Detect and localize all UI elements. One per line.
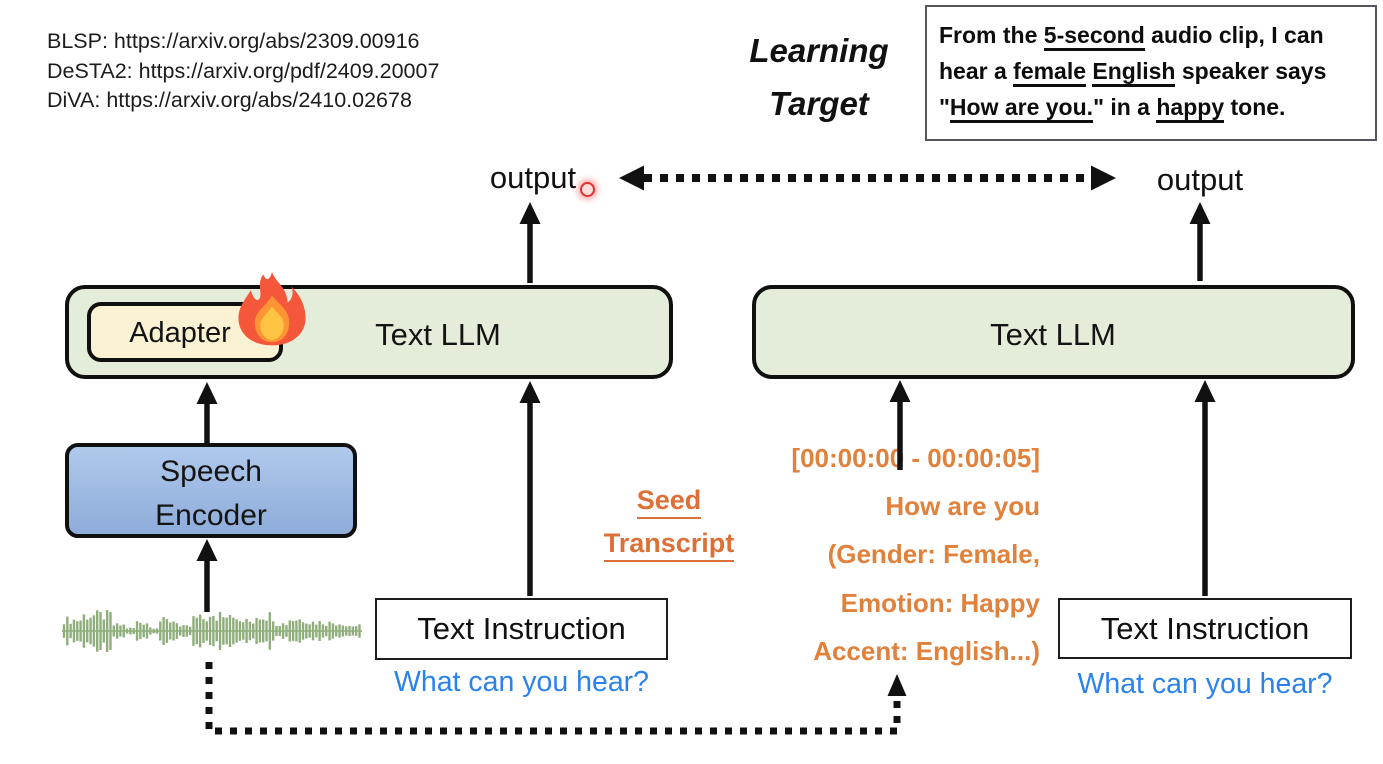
learning-target-label: Learning Target [749, 32, 889, 122]
text-instruction-label-right: Text Instruction [1100, 611, 1310, 646]
transcript-attr-accent: Accent: English...) [813, 635, 1040, 666]
learning-target-box: From the 5-second audio clip, I can hear… [925, 5, 1377, 141]
text-instruction-box-left: Text Instruction [375, 598, 668, 660]
reference-link-blsp[interactable]: BLSP: https://arxiv.org/abs/2309.00916 [47, 29, 420, 53]
adapter-label: Adapter [129, 317, 231, 349]
reference-link-diva[interactable]: DiVA: https://arxiv.org/abs/2410.02678 [47, 88, 412, 112]
target-sentence-line: "How are you." in a happy tone. [939, 89, 1365, 125]
instruction-question-right: What can you hear? [1077, 668, 1333, 700]
arrow-llm-to-output-left [519, 202, 541, 283]
transcript-timestamp: [00:00:00 - 00:00:05] [791, 443, 1040, 473]
arrow-waveform-to-encoder [196, 539, 218, 612]
laser-pointer-dot [580, 182, 595, 197]
text-instruction-label-left: Text Instruction [417, 611, 626, 646]
transcript-attr-gender: (Gender: Female, [827, 539, 1040, 570]
arrow-llm-to-output-right [1189, 202, 1211, 281]
fire-icon [238, 272, 306, 346]
text-llm-label-left: Text LLM [375, 317, 501, 352]
transcript-text: How are you [885, 491, 1040, 522]
text-llm-label-right: Text LLM [990, 317, 1116, 352]
speech-encoder-box [65, 443, 357, 538]
instruction-question-left: What can you hear? [393, 666, 650, 698]
reference-link-desta2[interactable]: DeSTA2: https://arxiv.org/pdf/2409.20007 [47, 58, 440, 83]
output-label-left: output [489, 160, 577, 195]
output-label-right: output [1156, 162, 1244, 197]
seed-transcript-content: [00:00:00 - 00:00:05] How are you (Gende… [730, 434, 1040, 675]
reference-links: BLSP: https://arxiv.org/abs/2309.00916 D… [47, 27, 439, 116]
target-sentence-line: From the 5-second audio clip, I can [939, 17, 1365, 53]
arrow-instruction-to-llm-left [519, 381, 541, 596]
speech-encoder-label: Speech Encoder [155, 455, 267, 532]
text-llm-box-right [752, 285, 1355, 379]
arrow-instruction-to-llm-right [1194, 380, 1216, 596]
audio-waveform [62, 610, 362, 652]
transcript-attr-emotion: Emotion: Happy [840, 587, 1040, 618]
arrow-encoder-to-adapter [196, 382, 218, 443]
target-sentence-line: hear a female English speaker says [939, 53, 1365, 89]
text-instruction-box-right: Text Instruction [1058, 598, 1352, 659]
bidirectional-dashed-arrow-icon [619, 165, 1116, 191]
seed-transcript-label: Seed Transcript [593, 479, 745, 565]
